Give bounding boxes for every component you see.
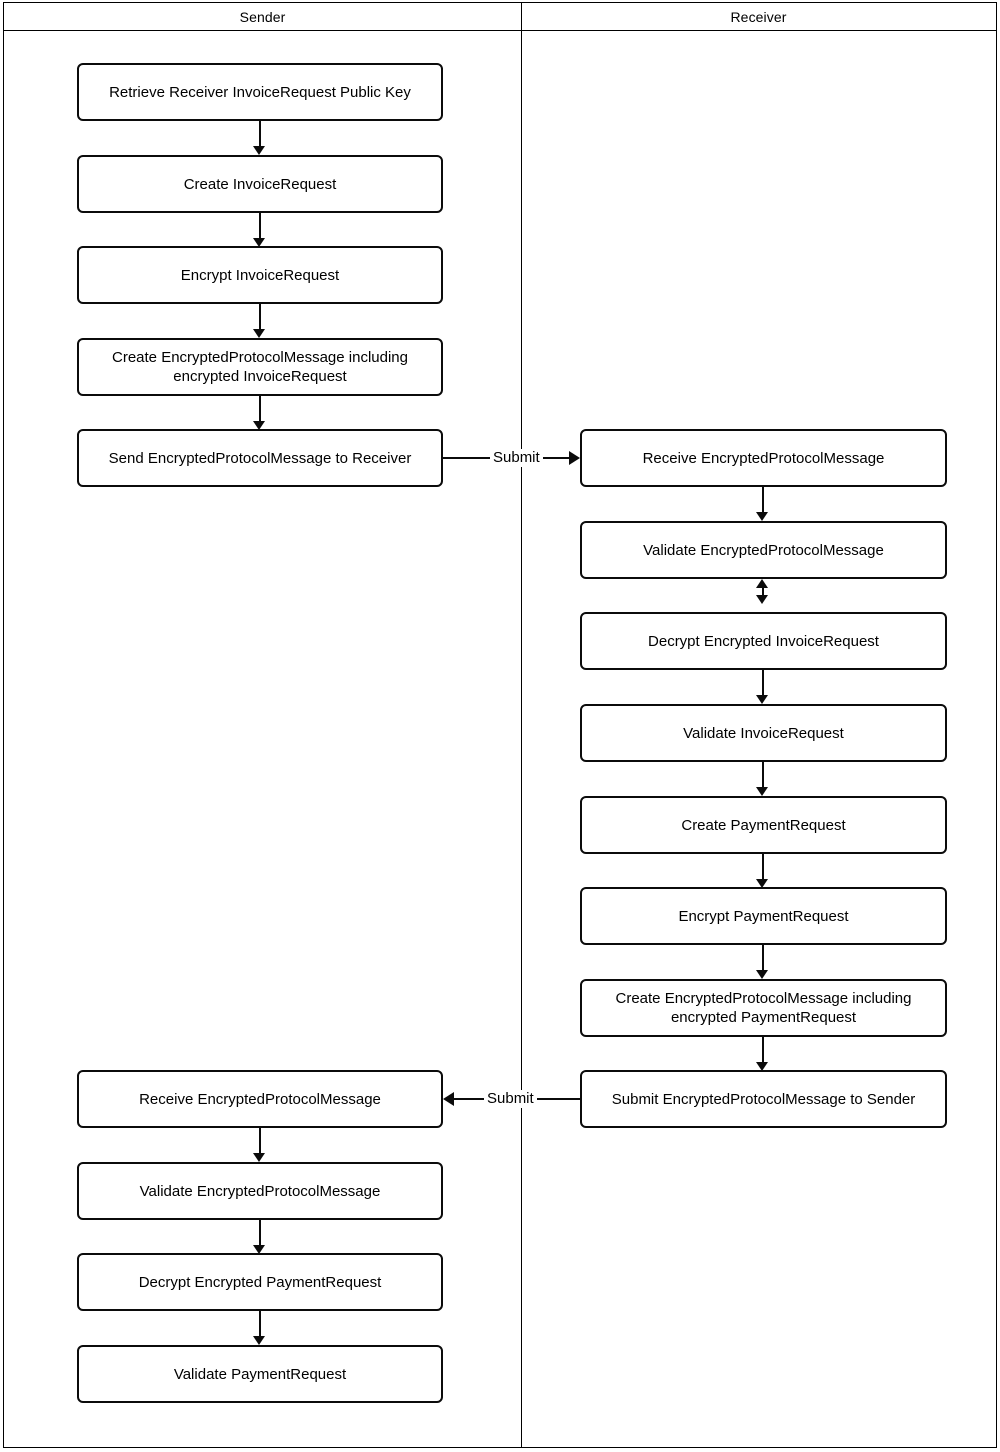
- connector-r1-r2: [762, 487, 764, 512]
- node-receive-encryptedprotocolmessage-sender[interactable]: Receive EncryptedProtocolMessage: [77, 1070, 443, 1128]
- connector-s7-s8: [259, 1220, 261, 1245]
- connector-r7-r8: [762, 1037, 764, 1062]
- connector-r6-r7: [762, 945, 764, 970]
- node-decrypt-encrypted-paymentrequest[interactable]: Decrypt Encrypted PaymentRequest: [77, 1253, 443, 1311]
- connector-s2-s3: [259, 213, 261, 238]
- arrowhead-s7-s8: [253, 1245, 265, 1254]
- connector-s4-s5: [259, 396, 261, 421]
- arrowhead-r5-r6: [756, 879, 768, 888]
- node-retrieve-receiver-public-key[interactable]: Retrieve Receiver InvoiceRequest Public …: [77, 63, 443, 121]
- node-validate-encryptedprotocolmessage-sender[interactable]: Validate EncryptedProtocolMessage: [77, 1162, 443, 1220]
- arrowhead-r2-to-r3: [756, 595, 768, 604]
- node-validate-paymentrequest[interactable]: Validate PaymentRequest: [77, 1345, 443, 1403]
- node-decrypt-encrypted-invoicerequest[interactable]: Decrypt Encrypted InvoiceRequest: [580, 612, 947, 670]
- arrowhead-r1-r2: [756, 512, 768, 521]
- connector-s8-s9: [259, 1311, 261, 1336]
- node-send-encryptedprotocolmessage-to-receiver[interactable]: Send EncryptedProtocolMessage to Receive…: [77, 429, 443, 487]
- header-separator: [4, 30, 996, 31]
- arrowhead-r3-r4: [756, 695, 768, 704]
- edge-label-submit-return: Submit: [484, 1090, 537, 1108]
- connector-r2-r3: [762, 586, 764, 596]
- node-submit-encryptedprotocolmessage-to-sender[interactable]: Submit EncryptedProtocolMessage to Sende…: [580, 1070, 947, 1128]
- arrowhead-s3-s4: [253, 329, 265, 338]
- arrowhead-r4-r5: [756, 787, 768, 796]
- connector-s3-s4: [259, 304, 261, 329]
- node-create-paymentrequest[interactable]: Create PaymentRequest: [580, 796, 947, 854]
- node-validate-invoicerequest[interactable]: Validate InvoiceRequest: [580, 704, 947, 762]
- node-create-invoicerequest[interactable]: Create InvoiceRequest: [77, 155, 443, 213]
- node-create-encryptedprotocolmessage-invoicerequest[interactable]: Create EncryptedProtocolMessage includin…: [77, 338, 443, 396]
- node-encrypt-invoicerequest[interactable]: Encrypt InvoiceRequest: [77, 246, 443, 304]
- connector-r3-r4: [762, 670, 764, 695]
- arrowhead-r3-to-r2: [756, 579, 768, 588]
- swimlane-header-row: Sender Receiver: [4, 3, 996, 31]
- node-encrypt-paymentrequest[interactable]: Encrypt PaymentRequest: [580, 887, 947, 945]
- connector-s1-s2: [259, 121, 261, 146]
- lane-header-sender: Sender: [4, 3, 521, 31]
- arrowhead-submit-return: [443, 1092, 454, 1106]
- connector-r5-r6: [762, 854, 764, 879]
- arrowhead-r7-r8: [756, 1062, 768, 1071]
- connector-r4-r5: [762, 762, 764, 787]
- node-create-encryptedprotocolmessage-paymentrequest[interactable]: Create EncryptedProtocolMessage includin…: [580, 979, 947, 1037]
- arrowhead-s1-s2: [253, 146, 265, 155]
- lane-divider: [521, 3, 522, 1448]
- edge-label-submit-forward: Submit: [490, 449, 543, 467]
- arrowhead-s6-s7: [253, 1153, 265, 1162]
- lane-header-receiver: Receiver: [521, 3, 996, 31]
- arrowhead-s2-s3: [253, 238, 265, 247]
- arrowhead-s8-s9: [253, 1336, 265, 1345]
- node-receive-encryptedprotocolmessage-receiver[interactable]: Receive EncryptedProtocolMessage: [580, 429, 947, 487]
- arrowhead-submit-forward: [569, 451, 580, 465]
- connector-s6-s7: [259, 1128, 261, 1153]
- node-validate-encryptedprotocolmessage-receiver[interactable]: Validate EncryptedProtocolMessage: [580, 521, 947, 579]
- arrowhead-r6-r7: [756, 970, 768, 979]
- arrowhead-s4-s5: [253, 421, 265, 430]
